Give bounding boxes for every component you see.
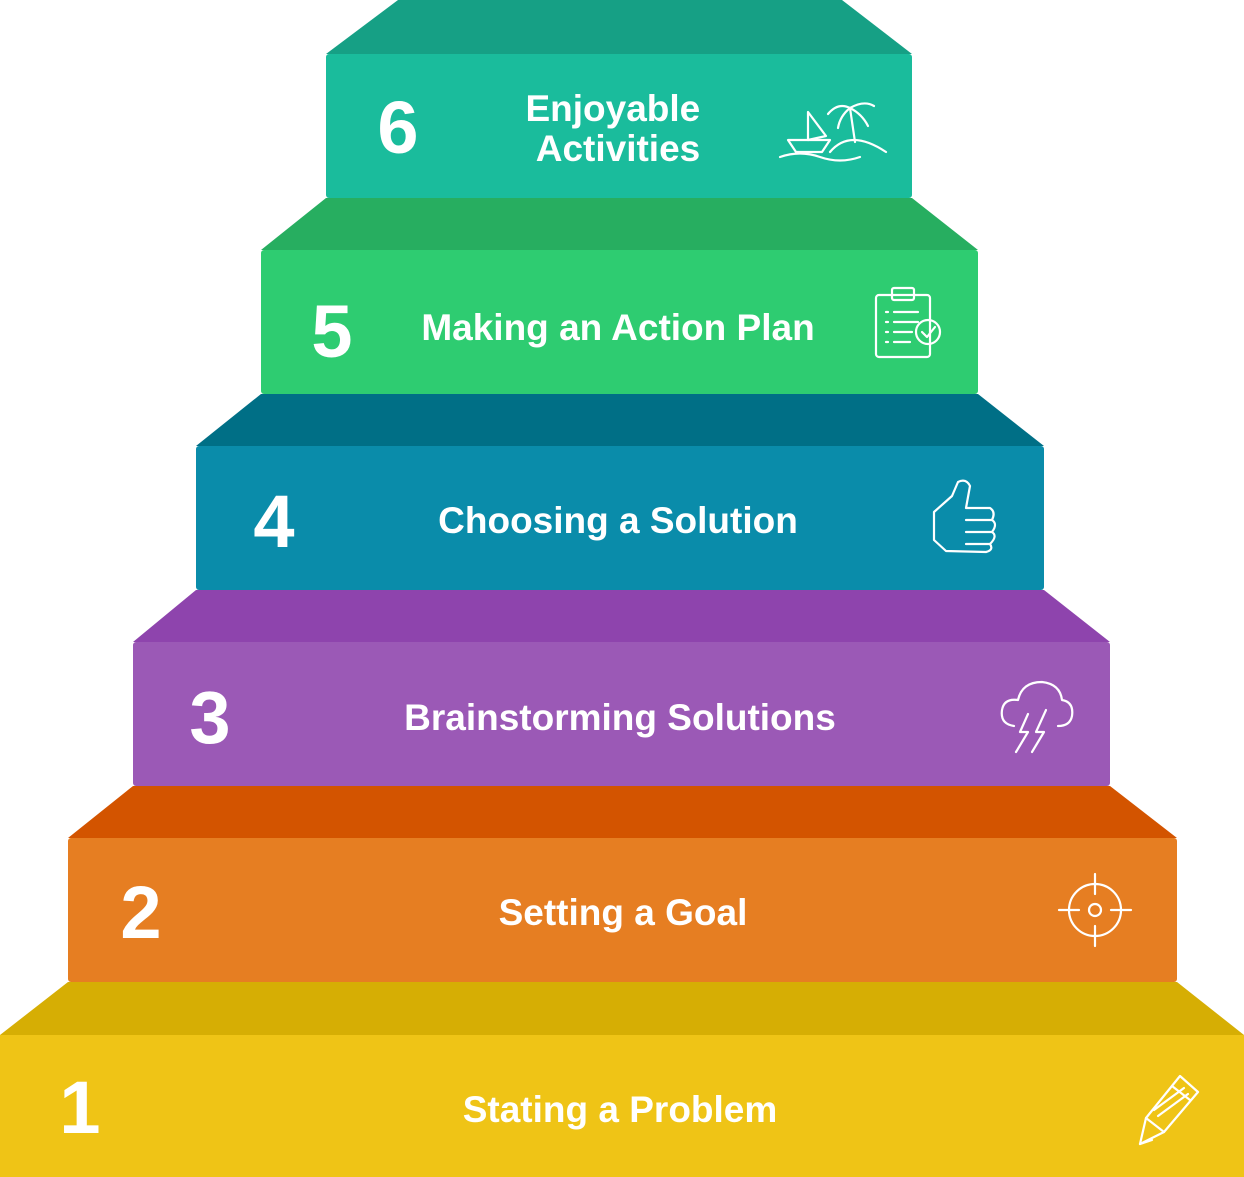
step-3-top-face: [133, 590, 1110, 642]
storm-cloud-icon: [1000, 680, 1074, 754]
step-6-label-line-2: Activities: [536, 128, 701, 169]
step-1-label: Stating a Problem: [463, 1089, 778, 1130]
step-5: 5 Making an Action Plan: [261, 198, 978, 394]
step-4: 4 Choosing a Solution: [196, 394, 1044, 590]
step-3-front-face: [133, 642, 1110, 786]
pencil-icon: [1138, 1074, 1200, 1146]
step-5-top-face: [261, 198, 978, 250]
clipboard-check-icon: [874, 286, 942, 359]
step-5-label: Making an Action Plan: [421, 307, 814, 348]
step-6-top-face: [326, 0, 912, 54]
step-5-front-face: [261, 250, 978, 394]
step-1-number: 1: [59, 1066, 100, 1149]
step-2: 2 Setting a Goal: [68, 786, 1177, 982]
step-3: 3 Brainstorming Solutions: [133, 590, 1110, 786]
step-1: 1 Stating a Problem: [0, 982, 1244, 1177]
step-3-label: Brainstorming Solutions: [404, 697, 836, 738]
step-4-label: Choosing a Solution: [438, 500, 798, 541]
step-2-number: 2: [120, 871, 161, 954]
step-4-top-face: [196, 394, 1044, 446]
step-1-front-face: [0, 1035, 1244, 1177]
step-6-label-line-1: Enjoyable: [525, 88, 700, 129]
step-2-top-face: [68, 786, 1177, 838]
thumbs-up-icon: [932, 479, 997, 554]
island-boat-icon: [778, 102, 888, 162]
step-6-number: 6: [377, 86, 418, 169]
crosshair-target-icon: [1057, 872, 1133, 948]
step-4-number: 4: [253, 480, 294, 563]
step-6-label: Enjoyable Activities: [525, 88, 710, 169]
step-2-label: Setting a Goal: [499, 892, 748, 933]
step-3-number: 3: [189, 676, 230, 759]
step-4-front-face: [196, 446, 1044, 590]
step-6: 6 Enjoyable Activities: [326, 0, 912, 198]
step-2-front-face: [68, 838, 1177, 982]
step-1-top-face: [0, 982, 1244, 1035]
step-6-front-face: [326, 54, 912, 198]
step-5-number: 5: [311, 290, 352, 373]
